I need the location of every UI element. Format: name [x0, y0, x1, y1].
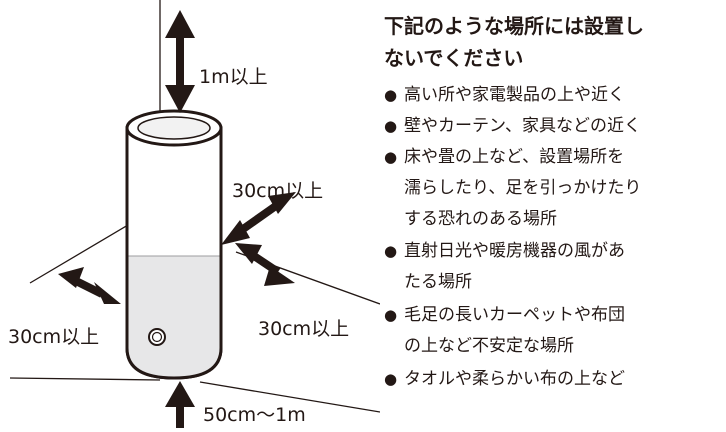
clearance-illustration	[9, 0, 381, 428]
warning-item-text: 直射日光や暖房機器の風があ	[404, 241, 625, 261]
warning-heading-line2: ないでください	[384, 46, 524, 70]
clearance-top-label: 1m以上	[199, 66, 268, 88]
warning-item-text: 高い所や家電製品の上や近く	[404, 85, 625, 105]
installation-warning-panel: 下記のような場所には設置し ないでください ● 高い所や家電製品の上や近く ● 壁や…	[384, 0, 726, 428]
clearance-left-label: 30cm以上	[8, 326, 100, 348]
bullet-icon: ●	[384, 306, 398, 324]
clearance-diagram: 1m以上 30cm以上 30cm以上 30cm以上 50cm〜1m	[8, 0, 381, 428]
warning-item-1: ● 高い所や家電製品の上や近く	[384, 80, 625, 110]
power-button-icon	[148, 328, 166, 346]
bullet-icon: ●	[384, 148, 398, 166]
warning-heading-line1: 下記のような場所には設置し	[384, 14, 644, 38]
floor-front-line-left	[9, 377, 161, 381]
warning-item-3: ● 床や畳の上など、設置場所を	[384, 142, 624, 172]
warning-item-5: ● 毛足の長いカーペットや布団	[384, 300, 625, 330]
bullet-icon: ●	[384, 370, 398, 388]
clearance-bottom-label: 50cm〜1m	[203, 404, 306, 426]
warning-item-6: ● タオルや柔らかい布の上など	[384, 364, 625, 394]
bullet-icon: ●	[384, 242, 398, 260]
warning-item-3-line-3: する恐れのある場所	[404, 209, 557, 229]
arrow-bottom-icon	[165, 381, 195, 428]
bullet-icon: ●	[384, 117, 398, 135]
arrow-top-icon	[165, 10, 195, 113]
warning-item-4-line-2: たる場所	[404, 272, 472, 292]
clearance-right-upper-label: 30cm以上	[232, 180, 324, 202]
arrow-left-icon	[58, 267, 121, 304]
arrow-right-lower-icon	[235, 243, 295, 286]
clearance-right-lower-label: 30cm以上	[258, 318, 350, 340]
warning-item-text: 壁やカーテン、家具などの近く	[404, 116, 641, 136]
warning-item-2: ● 壁やカーテン、家具などの近く	[384, 111, 641, 141]
warning-item-4: ● 直射日光や暖房機器の風があ	[384, 236, 625, 266]
warning-item-3-line-2: 濡らしたり、足を引っかけたり	[404, 178, 642, 198]
warning-item-text: 床や畳の上など、設置場所を	[404, 147, 625, 167]
arrow-right-upper-icon	[221, 192, 296, 245]
floor-front-line-right	[199, 381, 381, 413]
warning-item-text: タオルや柔らかい布の上など	[404, 369, 625, 389]
bullet-icon: ●	[384, 86, 398, 104]
warning-item-text: 毛足の長いカーペットや布団	[404, 305, 625, 325]
humidifier-device	[125, 109, 223, 380]
warning-item-5-line-2: の上など不安定な場所	[404, 336, 574, 356]
